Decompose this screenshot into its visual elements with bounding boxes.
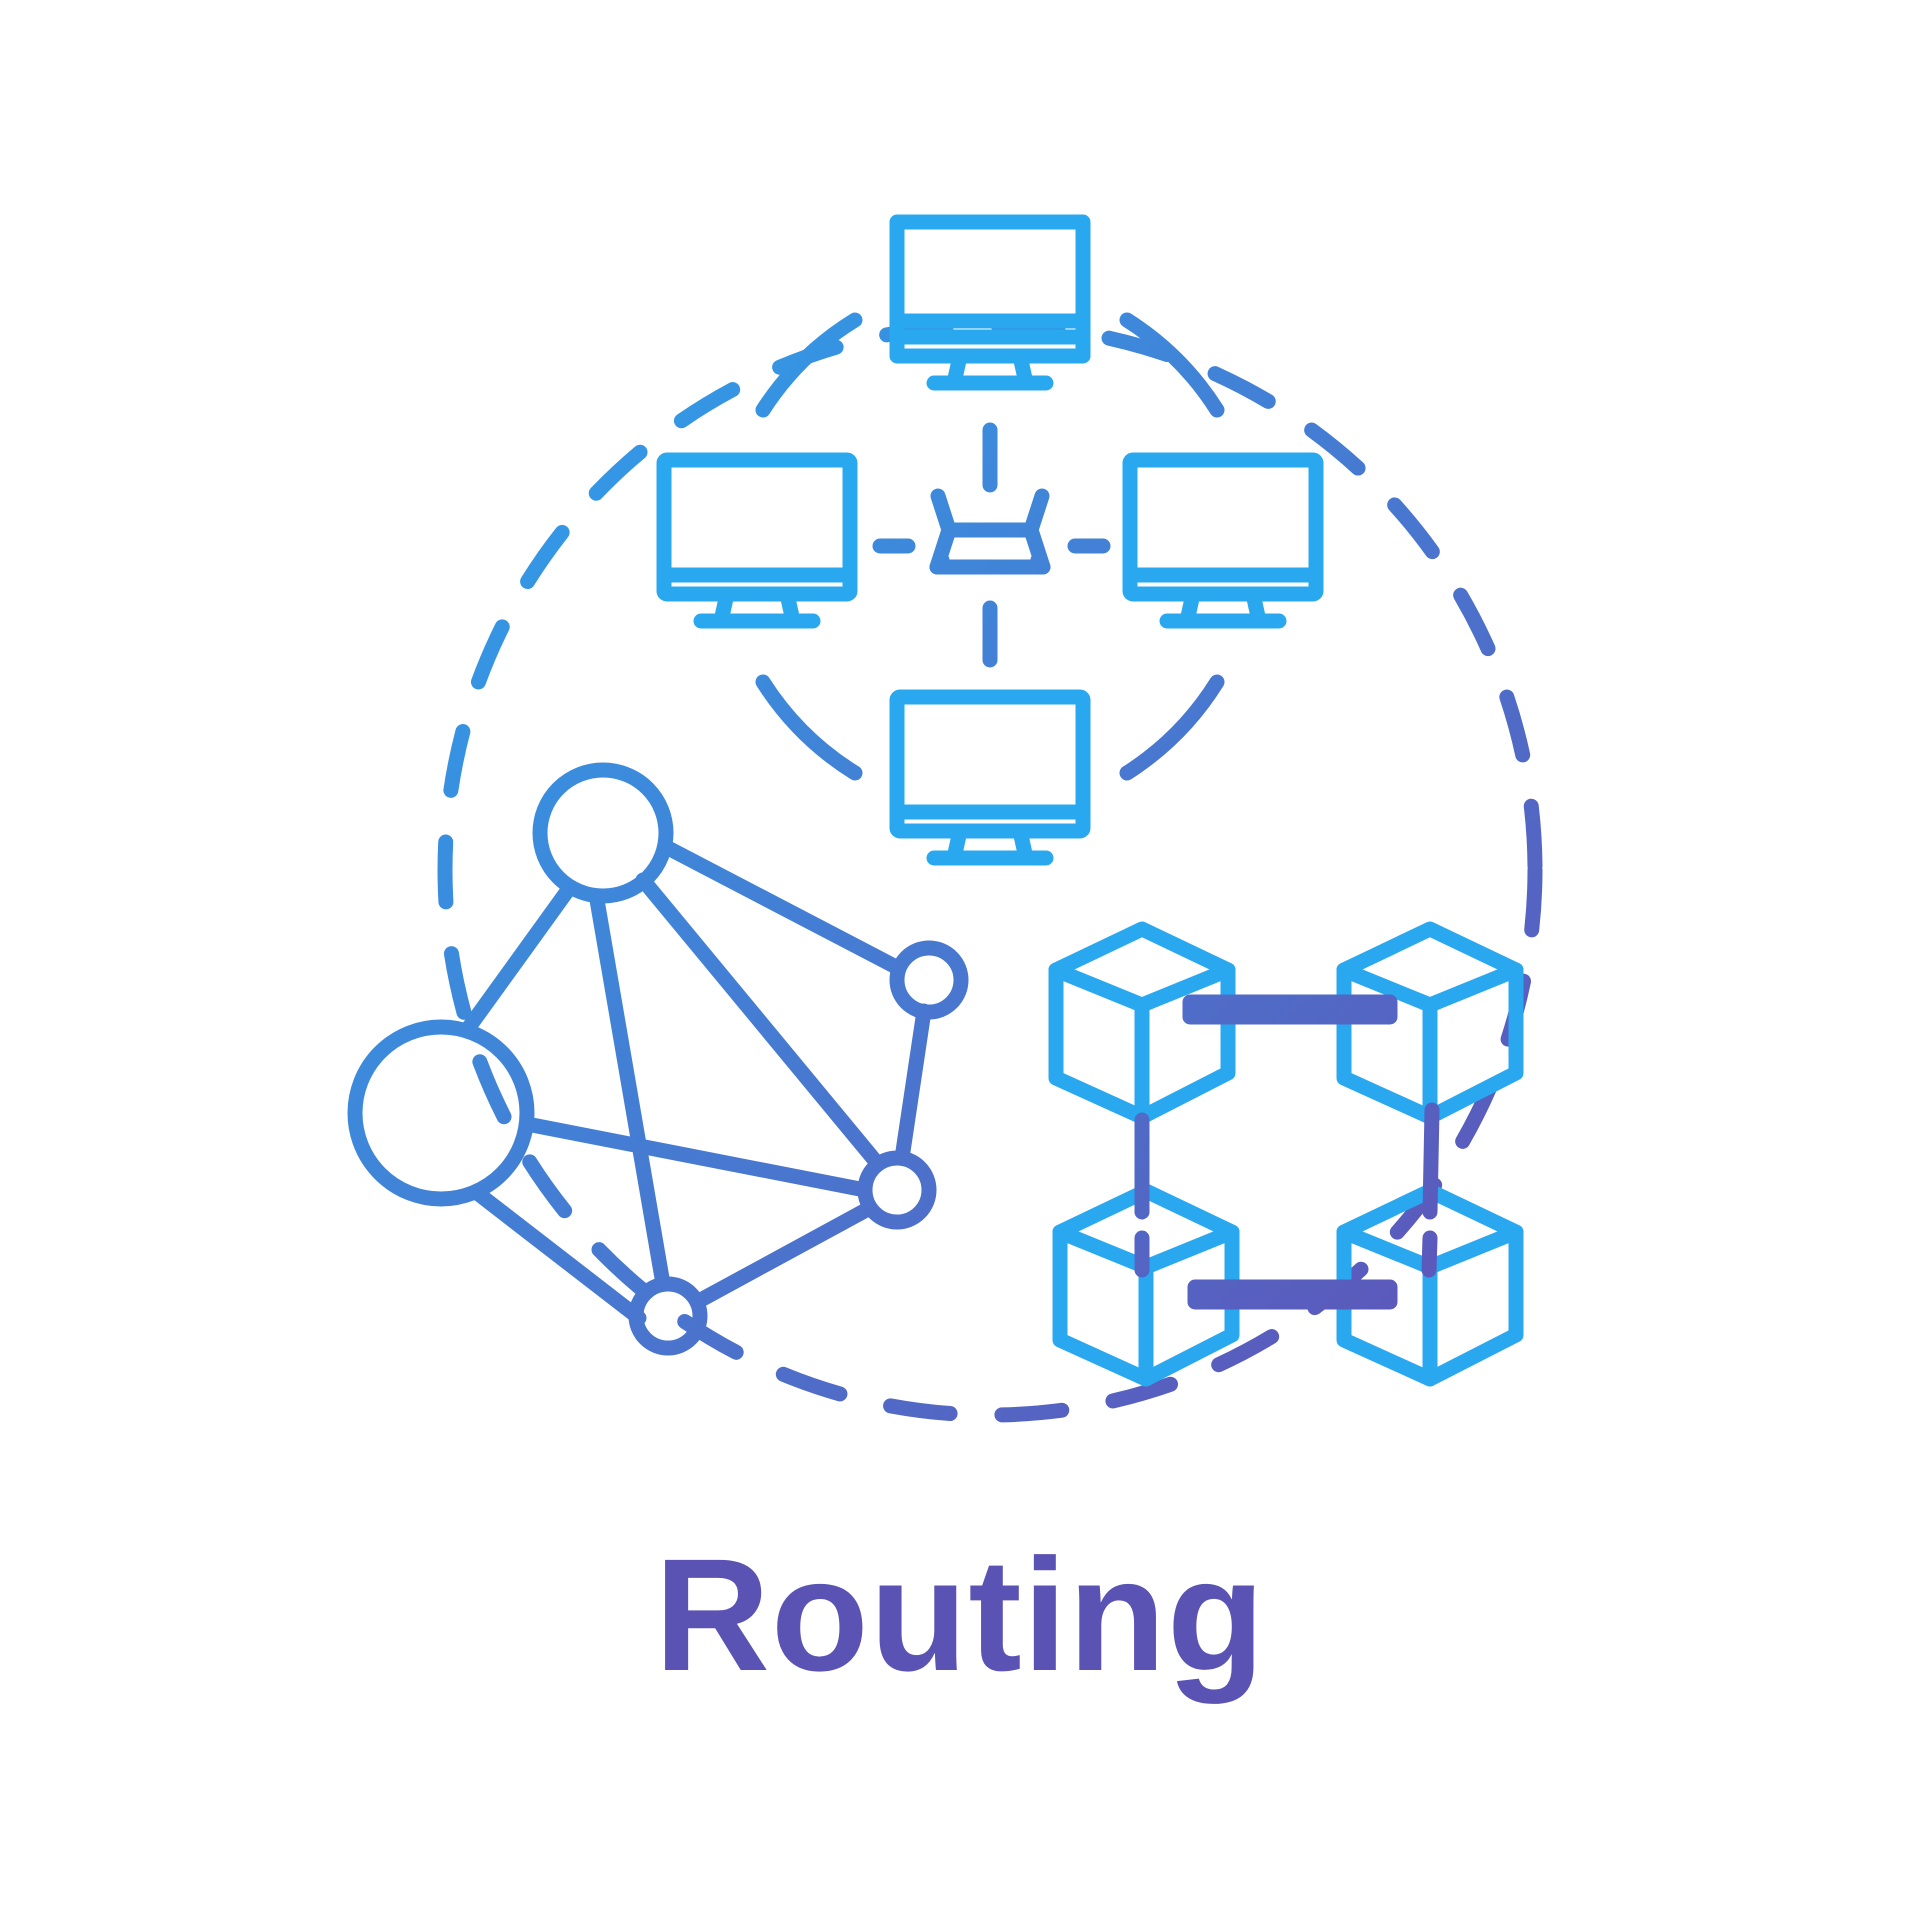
monitor-icon xyxy=(889,689,1091,866)
graph-node-right xyxy=(889,940,969,1020)
router-icon xyxy=(929,488,1051,575)
router-connectors xyxy=(872,422,1111,668)
monitor-icon xyxy=(889,214,1091,391)
outer-dashed-ring xyxy=(437,317,1543,1423)
concept-title: Routing xyxy=(654,1525,1266,1704)
inner-dashed-arcs xyxy=(755,312,1225,781)
monitor-icon xyxy=(656,452,858,629)
graph-node-large xyxy=(347,1019,535,1207)
monitor-icon xyxy=(1122,452,1324,629)
blockchain-cubes-icon xyxy=(1048,921,1524,1387)
network-graph-icon xyxy=(347,762,969,1356)
